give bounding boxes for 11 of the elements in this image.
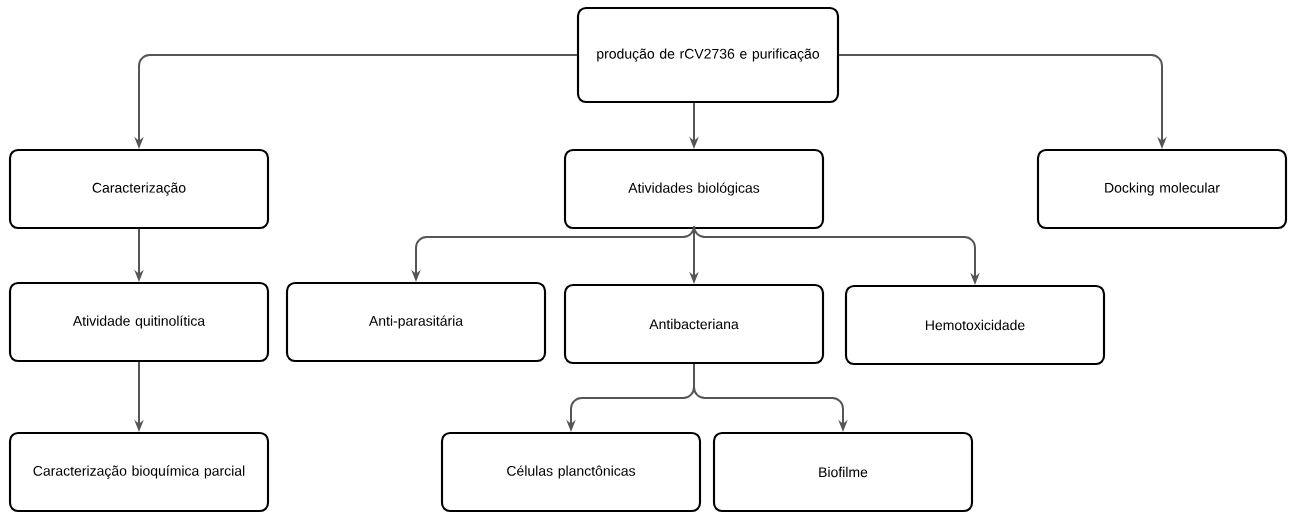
process-box: Docking molecular <box>1036 148 1288 230</box>
process-box: Atividade quitinolítica <box>8 281 270 363</box>
process-box: Caracterização <box>8 148 270 230</box>
process-box: Anti-parasitária <box>285 281 547 363</box>
process-box: Hemotoxicidade <box>844 284 1106 366</box>
process-box: Antibacteriana <box>563 283 825 365</box>
process-box: Atividades biológicas <box>563 148 825 230</box>
process-box: produção de rCV2736 e purificação <box>576 6 840 104</box>
process-box: Caracterização bioquímica parcial <box>8 431 270 513</box>
process-box: Células planctônicas <box>440 431 702 513</box>
process-box: Biofilme <box>712 431 974 513</box>
